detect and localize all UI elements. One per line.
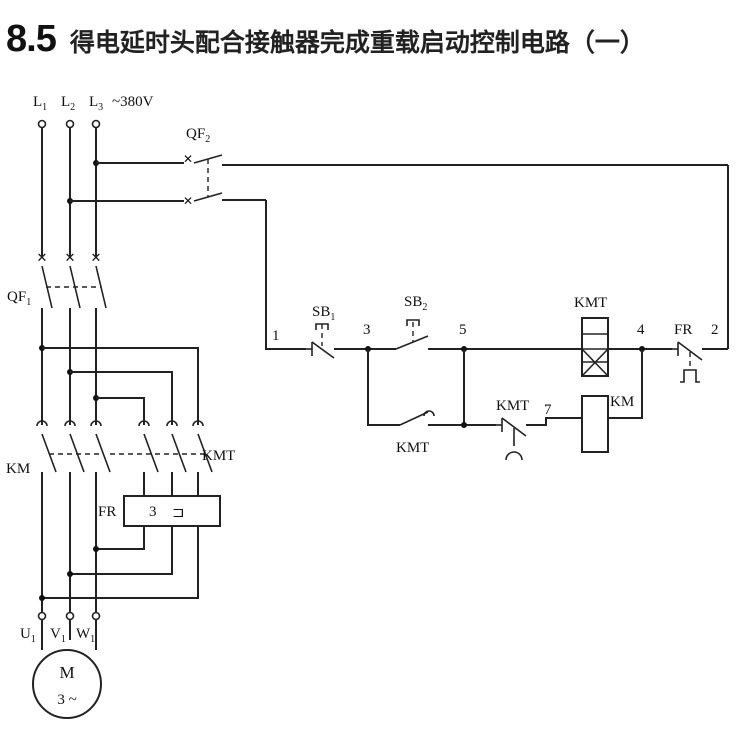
kmt-holding-contact [399,410,435,426]
km-coil [581,395,609,453]
label-sb2: SB2 [404,294,427,313]
label-voltage: ~380V [112,94,154,110]
label-kmt-coil: KMT [574,295,607,311]
terminal-u1 [37,611,47,621]
label-fr-box: FR [98,504,116,520]
label-l2: L2 [61,94,75,113]
node-7: 7 [544,402,552,418]
label-kmt-timed: KMT [496,398,529,414]
fr-nc-contact [672,341,703,383]
kmt-coil [581,317,609,377]
motor [32,649,102,719]
phase-lines-top [41,128,97,256]
phase-lines-lower [39,472,199,612]
label-w1: W1 [76,626,95,645]
label-l3: L3 [89,94,103,113]
terminal-l1 [37,119,47,129]
label-l1: L1 [33,94,47,113]
kmt-timed-contact [496,417,527,461]
terminal-w1 [91,611,101,621]
svg-text:✕: ✕ [37,250,48,265]
fr-heater-symbol: ⊐ [172,505,185,521]
start-button-sb2 [395,319,429,350]
km-main-contacts [36,420,111,473]
label-km-main: KM [6,461,30,477]
section-number: 8.5 [6,18,57,60]
label-km-coil: KM [610,394,634,410]
control-supply-taps [67,160,184,204]
breaker-qf1: ✕ ✕ ✕ [37,250,107,309]
terminal-l2 [65,119,75,129]
node-3: 3 [363,322,371,338]
label-motor-phase: 3 ~ [57,692,76,708]
node-4: 4 [637,322,645,338]
label-kmt-main: KMT [202,448,235,464]
breaker-qf2: ✕ ✕ [183,152,728,208]
label-qf2: QF2 [186,126,210,145]
label-fr-ctrl: FR [674,322,692,338]
stop-button-sb1 [306,323,335,359]
svg-text:✕: ✕ [91,250,102,265]
label-qf1: QF1 [7,289,31,308]
label-v1: V1 [50,626,66,645]
section-title: 得电延时头配合接触器完成重载启动控制电路（一） [69,28,645,57]
terminal-v1 [65,611,75,621]
svg-text:✕: ✕ [183,194,193,208]
kmt-main-contacts [110,420,213,473]
node-2: 2 [711,322,719,338]
svg-text:✕: ✕ [65,250,76,265]
svg-text:✕: ✕ [183,152,193,166]
thermal-relay-fr [123,495,221,527]
label-kmt-hold: KMT [396,440,429,456]
label-fr-box-num: 3 [149,504,157,520]
node-5: 5 [459,322,467,338]
control-wiring [265,165,729,428]
page-title: 8.5 得电延时头配合接触器完成重载启动控制电路（一） [6,18,746,68]
label-sb1: SB1 [312,304,335,323]
terminal-l3 [91,119,101,129]
node-1: 1 [272,328,280,344]
label-motor-m: M [59,663,74,682]
label-u1: U1 [20,626,36,645]
phase-lines-mid [39,308,199,425]
